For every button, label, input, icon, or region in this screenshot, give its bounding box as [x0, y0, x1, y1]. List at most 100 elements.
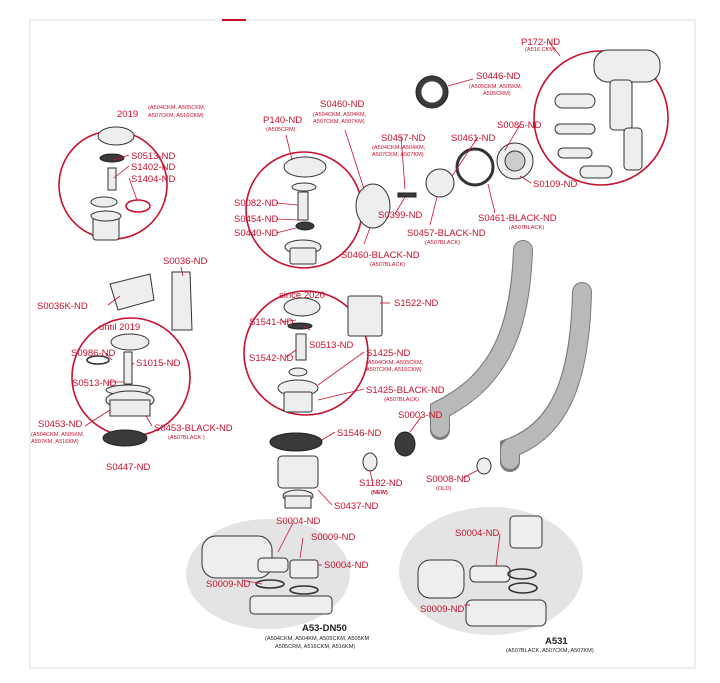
parts-assembly-a53	[201, 535, 333, 615]
label-s0461: S0461-ND	[451, 133, 495, 144]
label-s1182-code: S1182-ND	[359, 478, 403, 489]
label-s1425-code: S1425-ND	[366, 348, 410, 359]
label-s0457-black-code: S0457-BLACK-ND	[407, 228, 486, 239]
label-since-2020: since 2020	[279, 290, 325, 301]
label-s0437: S0437-ND	[334, 501, 378, 512]
label-s0004-b: S0004-ND	[324, 560, 368, 571]
label-s0109: S0109-ND	[533, 179, 577, 190]
label-s0453-sub1: (A504CKM, A505KM,	[31, 432, 85, 438]
label-s0004-a: S0004-ND	[276, 516, 320, 527]
label-p172-code: P172-ND	[521, 37, 560, 48]
label-s0460: S0460-ND (A504CKM, A504KM, A507CKM, A507…	[313, 99, 367, 125]
label-s0457: S0457-ND (A504CKM, A504KM, A507CKM, A507…	[372, 133, 426, 158]
label-s0453-black-sub: (A507BLACK )	[168, 435, 205, 441]
label-s0009-a: S0009-ND	[311, 532, 355, 543]
label-s0453-black-code: S0453-BLACK-ND	[154, 423, 233, 434]
label-s1542: S1542-ND	[249, 353, 293, 364]
label-s1546: S1546-ND	[337, 428, 381, 439]
parts-group-until2019	[86, 333, 155, 447]
label-s0446-sub2: A505CRM)	[483, 91, 511, 97]
label-s1404: S1404-ND	[131, 174, 175, 185]
label-s0009-c: S0009-ND	[420, 604, 464, 615]
label-s0513-c: S0513-ND	[72, 378, 116, 389]
label-s1425: S1425-ND (A504CKM, A505CKM, A507CKM, A51…	[366, 348, 424, 373]
label-s0460-sub1: (A504CKM, A504KM,	[313, 112, 367, 118]
label-s0461-black-sub: (A507BLACK)	[509, 225, 544, 231]
label-s0008: S0008-ND (OLD)	[426, 474, 470, 492]
label-s0003: S0003-ND	[398, 410, 442, 421]
label-p140-code: P140-ND	[263, 115, 302, 126]
parts-group-2019	[90, 126, 151, 241]
label-s1522: S1522-ND	[394, 298, 438, 309]
label-s0446-code: S0446-ND	[476, 71, 520, 82]
label-s0453-code: S0453-ND	[38, 419, 82, 430]
label-a53-sub1: (A504CKM, A504KM, A505CKM, A505KM	[265, 636, 369, 642]
label-s0036k: S0036K-ND	[37, 301, 88, 312]
label-s1015: S1015-ND	[136, 358, 180, 369]
label-s1182: S1182-ND (NEW)	[359, 478, 403, 496]
label-a53-sub2: A505CRM, A516CKM, A516KM)	[275, 644, 355, 650]
label-s0461-code: S0461-ND	[451, 133, 495, 144]
parts-group-since2020	[277, 295, 383, 413]
label-s0453-sub2: A507KM, A516KM)	[31, 439, 79, 445]
label-s0460-black: S0460-BLACK-ND (A507BLACK)	[341, 250, 420, 268]
label-2019-year: 2019	[117, 109, 138, 120]
label-s0460-code: S0460-ND	[320, 99, 364, 110]
label-s0085: S0085-ND	[497, 120, 541, 131]
label-until-2019: until 2019	[99, 322, 140, 333]
label-s0457-black: S0457-BLACK-ND (A507BLACK)	[407, 228, 486, 246]
label-a53: A53-DN50 (A504CKM, A504KM, A505CKM, A505…	[265, 623, 369, 650]
label-a531-name: A531	[545, 636, 568, 647]
label-s0513-b: S0513-ND	[309, 340, 353, 351]
label-s0009-b: S0009-ND	[206, 579, 250, 590]
label-s0454: S0454-ND	[234, 214, 278, 225]
label-2019: 2019 (A504CKM, A505CKM, A507CKM, A516CKM…	[117, 105, 206, 120]
label-a531-sub: (A507BLACK, A507CKM, A507KM)	[506, 648, 594, 654]
label-2019-sub1: (A504CKM, A505CKM,	[148, 105, 206, 111]
label-s0453-black: S0453-BLACK-ND (A507BLACK )	[154, 423, 233, 441]
label-s0109-code: S0109-ND	[533, 179, 577, 190]
label-s1425-sub2: A507CKM, A516CKM)	[366, 367, 422, 373]
label-2019-sub2: A507CKM, A516CKM)	[148, 113, 204, 119]
label-s0986: S0986-ND	[71, 348, 115, 359]
leader-lines	[84, 41, 561, 606]
label-s0460-black-code: S0460-BLACK-ND	[341, 250, 420, 261]
label-p140: P140-ND (A505CRM)	[263, 115, 302, 133]
parts-top-row	[355, 75, 534, 229]
parts-clips	[109, 271, 193, 331]
label-s0446-sub1: (A505CKM, A505KM,	[469, 84, 523, 90]
label-s1425-sub1: (A504CKM, A505CKM,	[366, 360, 424, 366]
parts-group-p140	[283, 156, 327, 265]
label-s1541: S1541-ND	[249, 317, 293, 328]
label-s0008-note: (OLD)	[436, 486, 451, 492]
frame	[29, 19, 696, 669]
label-s0461-black-code: S0461-BLACK-ND	[478, 213, 557, 224]
label-s1425-black: S1425-BLACK-ND (A507BLACK)	[366, 385, 445, 403]
hose-left-body	[431, 241, 532, 439]
label-s0008-code: S0008-ND	[426, 474, 470, 485]
label-p172-sub: (A516 CKM)	[525, 47, 556, 53]
label-s0447: S0447-ND	[106, 462, 150, 473]
label-p140-sub: (A505CRM)	[266, 127, 296, 133]
parts-assembly-a531	[417, 515, 547, 627]
label-s0082: S0082-ND	[234, 198, 278, 209]
parts-group-p172	[554, 49, 661, 179]
label-s0457-black-sub: (A507BLACK)	[425, 240, 460, 246]
label-s0440: S0440-ND	[234, 228, 278, 239]
label-s0085-code: S0085-ND	[497, 120, 541, 131]
label-s0004-c: S0004-ND	[455, 528, 499, 539]
label-a531: A531 (A507BLACK, A507CKM, A507KM)	[506, 636, 594, 654]
label-s0460-black-sub: (A507BLACK)	[370, 262, 405, 268]
group-since2020-circle	[243, 290, 369, 416]
parts-middle-lower	[269, 431, 492, 509]
label-p172: P172-ND (A516 CKM)	[521, 37, 560, 53]
label-s0399: S0399-ND	[378, 210, 422, 221]
label-s0460-sub2: A507CKM, A507KM)	[313, 119, 365, 125]
group-p172-circle	[533, 50, 669, 186]
label-s1425-black-sub: (A507BLACK)	[384, 397, 419, 403]
label-s0513-a: S0513-ND	[131, 151, 175, 162]
label-s1182-note: (NEW)	[371, 490, 388, 496]
label-a53-name: A53-DN50	[302, 623, 347, 634]
label-s1425-black-code: S1425-BLACK-ND	[366, 385, 445, 396]
